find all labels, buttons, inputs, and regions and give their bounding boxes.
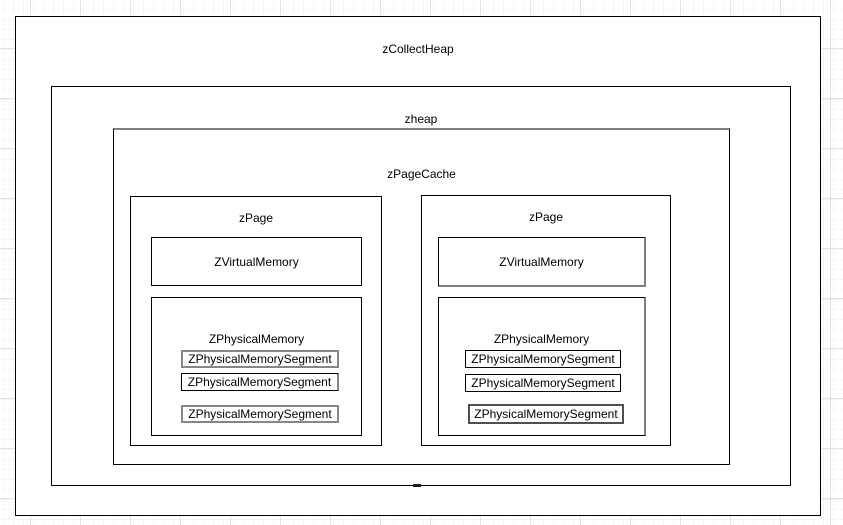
zpage-label: zPage xyxy=(528,210,564,224)
zphysicalmemorysegment-box[interactable]: ZPhysicalMemorySegment xyxy=(181,373,339,391)
zvirtualmemory-box-left[interactable]: ZVirtualMemory xyxy=(151,237,362,286)
zphysicalmemorysegment-label: ZPhysicalMemorySegment xyxy=(471,352,615,366)
zpage-label: zPage xyxy=(238,211,274,225)
zphysicalmemorysegment-label: ZPhysicalMemorySegment xyxy=(187,375,332,389)
zphysicalmemorysegment-label: ZPhysicalMemorySegment xyxy=(471,376,615,390)
zphysicalmemorysegment-box[interactable]: ZPhysicalMemorySegment xyxy=(465,374,621,392)
zvirtualmemory-box-right[interactable]: ZVirtualMemory xyxy=(438,237,646,287)
zphysicalmemorysegment-box[interactable]: ZPhysicalMemorySegment xyxy=(468,404,624,424)
zcollectheap-label: zCollectHeap xyxy=(382,42,454,56)
zphysicalmemorysegment-label: ZPhysicalMemorySegment xyxy=(474,407,618,421)
zphysicalmemorysegment-box[interactable]: ZPhysicalMemorySegment xyxy=(181,350,339,368)
zphysicalmemorysegment-box[interactable]: ZPhysicalMemorySegment xyxy=(465,350,621,368)
stray-mark xyxy=(413,484,421,487)
zphysicalmemorysegment-label: ZPhysicalMemorySegment xyxy=(188,352,332,366)
zphysicalmemorysegment-label: ZPhysicalMemorySegment xyxy=(188,407,332,421)
zphysicalmemory-label: ZPhysicalMemory xyxy=(493,332,590,346)
zphysicalmemory-label: ZPhysicalMemory xyxy=(208,332,305,346)
zpagecache-label: zPageCache xyxy=(387,167,456,181)
zphysicalmemorysegment-box[interactable]: ZPhysicalMemorySegment xyxy=(181,405,339,423)
zvirtualmemory-label: ZVirtualMemory xyxy=(499,254,584,269)
zvirtualmemory-label: ZVirtualMemory xyxy=(214,254,299,269)
zheap-label: zheap xyxy=(404,112,438,126)
